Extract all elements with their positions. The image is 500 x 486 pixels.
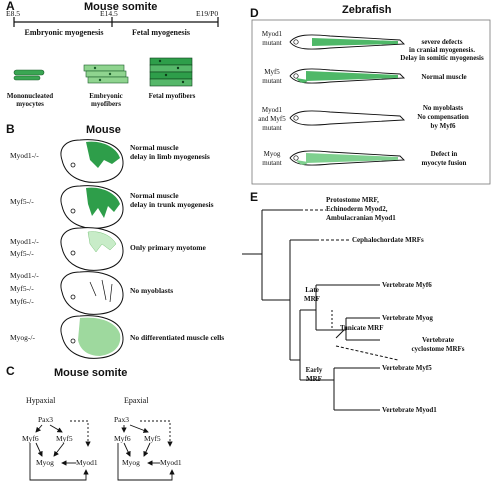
zf-phenotype-myod1-l2: in cranial myogenesis. xyxy=(409,46,475,54)
panel-label-b: B xyxy=(6,122,15,136)
leaf-cyclostome-l2: cyclostome MRFs xyxy=(411,345,465,353)
panel-label-c: C xyxy=(6,364,15,378)
zf-phenotype-dko-l3: by Myf6 xyxy=(430,122,456,130)
timepoint-e19-p0: E19/P0 xyxy=(196,9,219,18)
hyp-myog: Myog xyxy=(36,458,54,467)
epi-myf6: Myf6 xyxy=(114,434,131,443)
zf-phenotype-dko-l1: No myoblasts xyxy=(422,104,464,112)
panelB-title: Mouse xyxy=(86,124,121,136)
phenotype-myog: No differentiated muscle cells xyxy=(130,333,225,342)
genotype-myf5: Myf5-/- xyxy=(10,197,34,206)
panelC-epaxial-network xyxy=(117,420,175,481)
zf-genotype-dko-l3: mutant xyxy=(262,124,282,132)
mouse-embryo-myog-ko xyxy=(60,315,124,359)
mouse-embryo-triple-ko xyxy=(60,271,124,315)
leaf-vertebrate-myf6: Vertebrate Myf6 xyxy=(382,281,432,289)
zf-genotype-myod1-l1: Myod1 xyxy=(261,30,283,38)
mouse-embryo-myf5-ko xyxy=(60,185,124,229)
zebrafish-myod1-mutant xyxy=(289,34,406,50)
cell-embryonic-myofibers: Embryonic myofibers xyxy=(89,92,123,108)
phenotype-myod1-line1: Normal muscle xyxy=(130,143,179,152)
panel-label-e: E xyxy=(250,190,259,204)
genotype-tko-myf5: Myf5-/- xyxy=(10,284,34,293)
zebrafish-myod1-myf5-mutant xyxy=(289,110,406,126)
panelC-hypaxial-network xyxy=(29,420,91,481)
epi-myf5: Myf5 xyxy=(144,434,161,443)
epi-pax3: Pax3 xyxy=(114,415,129,424)
clade-early-mrf-l2: MRF xyxy=(306,375,322,383)
genotype-tko-myod1: Myod1-/- xyxy=(10,271,39,280)
panelA-title: Mouse somite xyxy=(84,1,158,13)
panel-label-d: D xyxy=(250,6,259,20)
zf-phenotype-myog-l1: Defect in xyxy=(430,150,458,158)
hyp-pax3: Pax3 xyxy=(38,415,53,424)
zf-genotype-myf5-l1: Myf5 xyxy=(264,68,280,76)
panelA-timeline xyxy=(13,17,219,27)
clade-late-mrf-l2: MRF xyxy=(304,295,320,303)
leaf-vertebrate-myog: Vertebrate Myog xyxy=(382,314,433,322)
genotype-tko-myf6: Myf6-/- xyxy=(10,297,34,306)
leaf-vertebrate-myf5: Vertebrate Myf5 xyxy=(382,364,432,372)
zf-phenotype-myod1-l3: Delay in somitic myogenesis xyxy=(400,54,484,62)
genotype-myod1: Myod1-/- xyxy=(10,151,39,160)
fetal-myofibers-drawing xyxy=(149,57,193,87)
zf-phenotype-myog-l2: myocyte fusion xyxy=(421,159,467,167)
leaf-cephalochordate: Cephalochordate MRFs xyxy=(352,236,424,244)
leaf-protostome-l2: Echinoderm Myod2, xyxy=(326,205,388,213)
leaf-protostome-l3: Ambulacranian Myod1 xyxy=(326,214,396,222)
hyp-myf6: Myf6 xyxy=(22,434,39,443)
phenotype-dko: Only primary myotome xyxy=(130,243,206,252)
zf-phenotype-myf5: Normal muscle xyxy=(421,73,467,81)
genotype-dko-myod1: Myod1-/- xyxy=(10,237,39,246)
panelC-title: Mouse somite xyxy=(54,367,128,379)
mouse-embryo-myod1-ko xyxy=(60,139,124,183)
zf-genotype-dko-l1: Myod1 xyxy=(261,106,283,114)
epaxial-label: Epaxial xyxy=(124,396,149,405)
zebrafish-myog-mutant xyxy=(289,150,406,166)
zf-genotype-myod1-l2: mutant xyxy=(262,39,282,47)
embryonic-myofibers-drawing xyxy=(83,64,129,84)
zf-phenotype-myod1-l1: severe defects xyxy=(421,38,463,46)
zf-genotype-myog-l1: Myog xyxy=(263,150,281,158)
hyp-myod1: Myod1 xyxy=(76,458,98,467)
phenotype-tko: No myoblasts xyxy=(130,286,174,295)
cell-fetal-myofibers: Fetal myofibers xyxy=(148,92,196,100)
genotype-dko-myf5: Myf5-/- xyxy=(10,249,34,258)
leaf-vertebrate-myod1: Vertebrate Myod1 xyxy=(382,406,437,414)
panelD-frame xyxy=(251,19,491,185)
epi-myod1: Myod1 xyxy=(160,458,182,467)
phenotype-myf5-line2: delay in trunk myogenesis xyxy=(130,200,214,209)
zebrafish-myf5-mutant xyxy=(289,68,406,84)
phase-fetal: Fetal myogenesis xyxy=(132,28,190,37)
epi-myog: Myog xyxy=(122,458,140,467)
genotype-myog: Myog-/- xyxy=(10,333,35,342)
zf-genotype-dko-l2: and Myf5 xyxy=(258,115,286,123)
leaf-tunicate: Tunicate MRF xyxy=(340,324,384,332)
panelD-title: Zebrafish xyxy=(342,4,392,16)
timepoint-e85: E8.5 xyxy=(6,9,20,18)
phenotype-myod1-line2: delay in limb myogenesis xyxy=(130,152,210,161)
phase-embryonic: Embryonic myogenesis xyxy=(24,28,104,37)
hyp-myf5: Myf5 xyxy=(56,434,73,443)
panel-label-a: A xyxy=(6,0,15,13)
leaf-protostome-l1: Protostome MRF, xyxy=(326,196,379,204)
leaf-cyclostome-l1: Vertebrate xyxy=(421,336,454,344)
zf-genotype-myog-l2: mutant xyxy=(262,159,282,167)
mononucleated-myocytes-drawing xyxy=(13,69,45,81)
phenotype-myf5-line1: Normal muscle xyxy=(130,191,179,200)
phylogenetic-tree xyxy=(242,209,399,411)
mouse-embryo-myod1-myf5-dko xyxy=(60,227,124,271)
hypaxial-label: Hypaxial xyxy=(26,396,56,405)
zf-genotype-myf5-l2: mutant xyxy=(262,77,282,85)
zf-phenotype-dko-l2: No compensation xyxy=(417,113,469,121)
clade-early-mrf-l1: Early xyxy=(305,366,323,374)
cell-mononucleated: Mononucleated myocytes xyxy=(6,92,54,108)
clade-late-mrf-l1: Late xyxy=(305,286,319,294)
timepoint-e145: E14.5 xyxy=(100,9,118,18)
